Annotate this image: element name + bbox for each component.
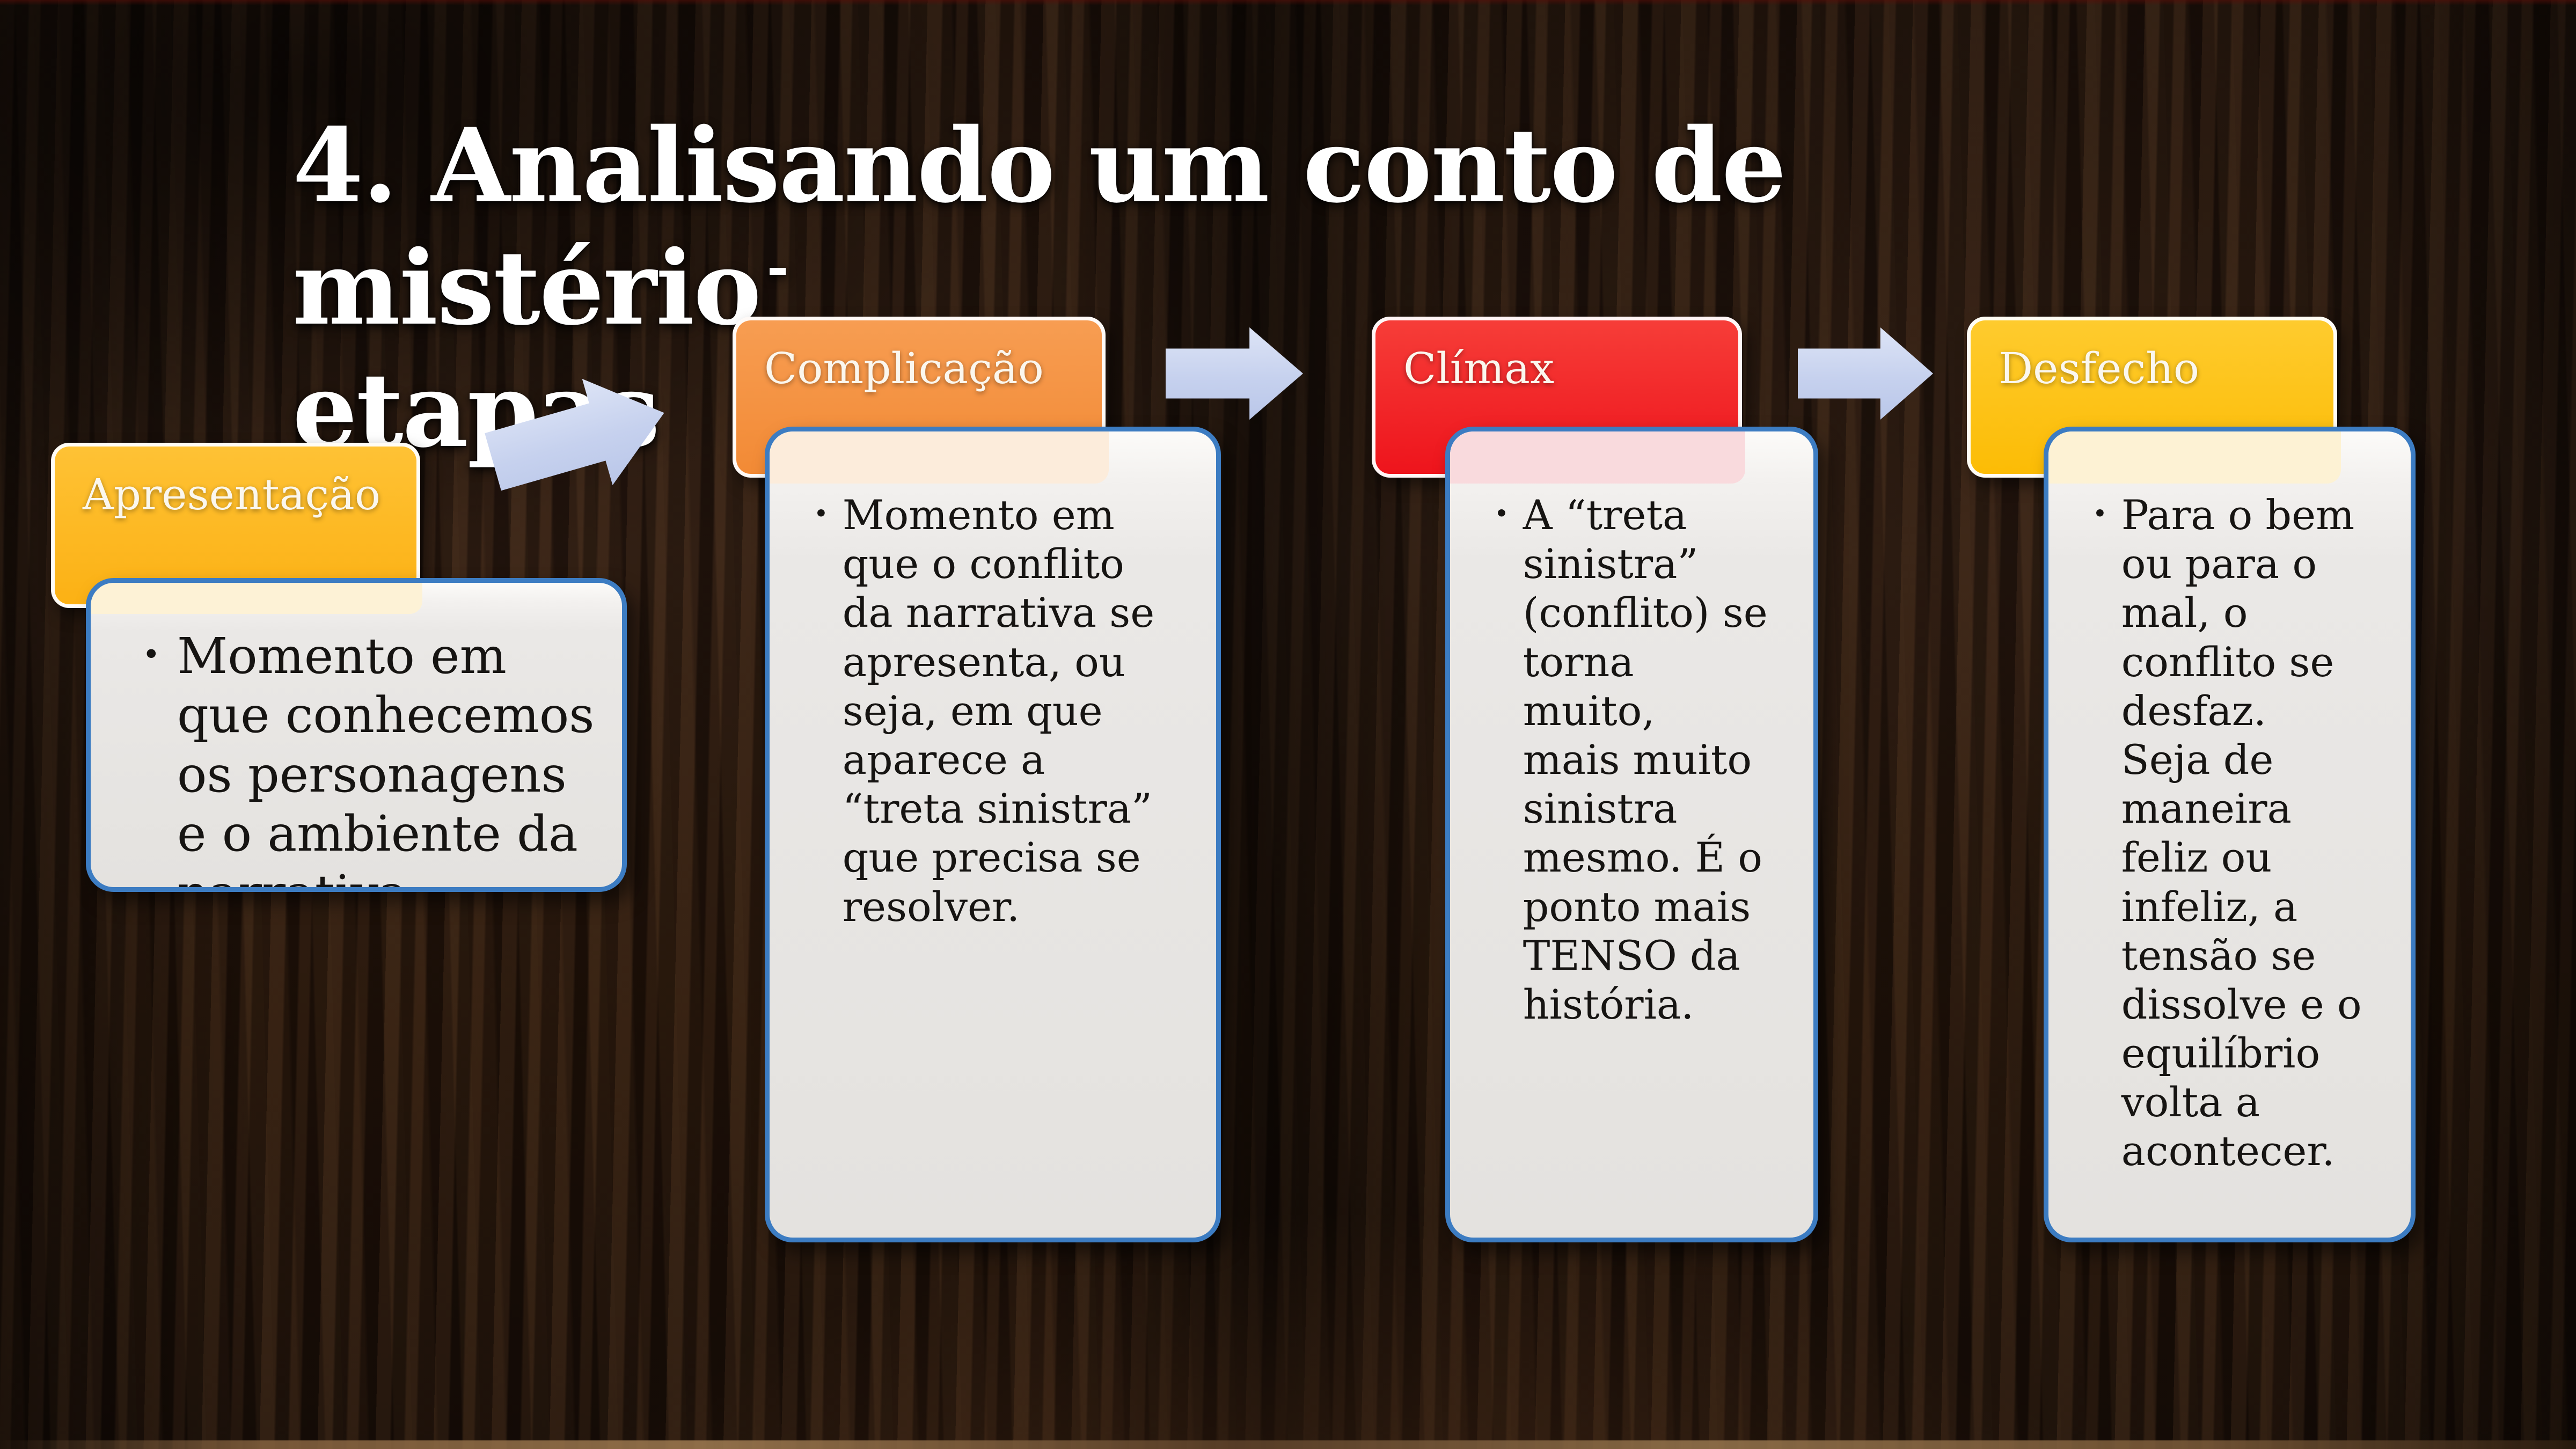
stage-card-complicacao-text: Momento em que o conflito da narrativa s… [842,491,1155,931]
stage-card-desfecho-text: Para o bem ou para o mal, o conflito se … [2121,491,2362,1175]
bullet-icon: • [2092,499,2107,529]
slide-title-line1: 4. Analisando um conto de mistério [292,106,1787,348]
bullet-icon: • [142,636,160,672]
stage-card-apresentacao-body: • Momento em que conhecemos os personage… [91,583,622,887]
stage-header-apresentacao-label: Apresentação [83,470,380,519]
slide-title-dash: - [766,236,789,299]
bullet-icon: • [814,499,829,529]
stage-header-climax-label: Clímax [1403,343,1555,393]
bullet-icon: • [1494,499,1509,529]
stage-card-desfecho-tint [2048,431,2341,484]
stage-card-complicacao: • Momento em que o conflito da narrativa… [765,427,1221,1242]
stage-card-climax-body: • A “treta sinistra” (conflito) se torna… [1450,431,1813,1029]
stage-header-climax: Clímax [1372,317,1742,478]
stage-header-desfecho-label: Desfecho [1999,343,2199,393]
stage-card-apresentacao: • Momento em que conhecemos os personage… [86,578,627,892]
stage-card-apresentacao-text: Momento em que conhecemos os personagens… [177,627,595,887]
stage-card-climax: • A “treta sinistra” (conflito) se torna… [1445,427,1818,1242]
stage-header-complicacao-label: Complicação [764,343,1044,393]
stage-card-complicacao-tint [770,431,1109,484]
stage-card-desfecho-body: • Para o bem ou para o mal, o conflito s… [2048,431,2411,1176]
stage-card-complicacao-body: • Momento em que o conflito da narrativa… [770,431,1216,931]
stage-card-climax-tint [1450,431,1745,484]
stage-card-desfecho: • Para o bem ou para o mal, o conflito s… [2044,427,2416,1242]
stage-card-climax-text: A “treta sinistra” (conflito) se torna m… [1523,491,1768,1028]
floor-strip [0,1440,2576,1449]
stage-card-apresentacao-tint [91,583,422,614]
